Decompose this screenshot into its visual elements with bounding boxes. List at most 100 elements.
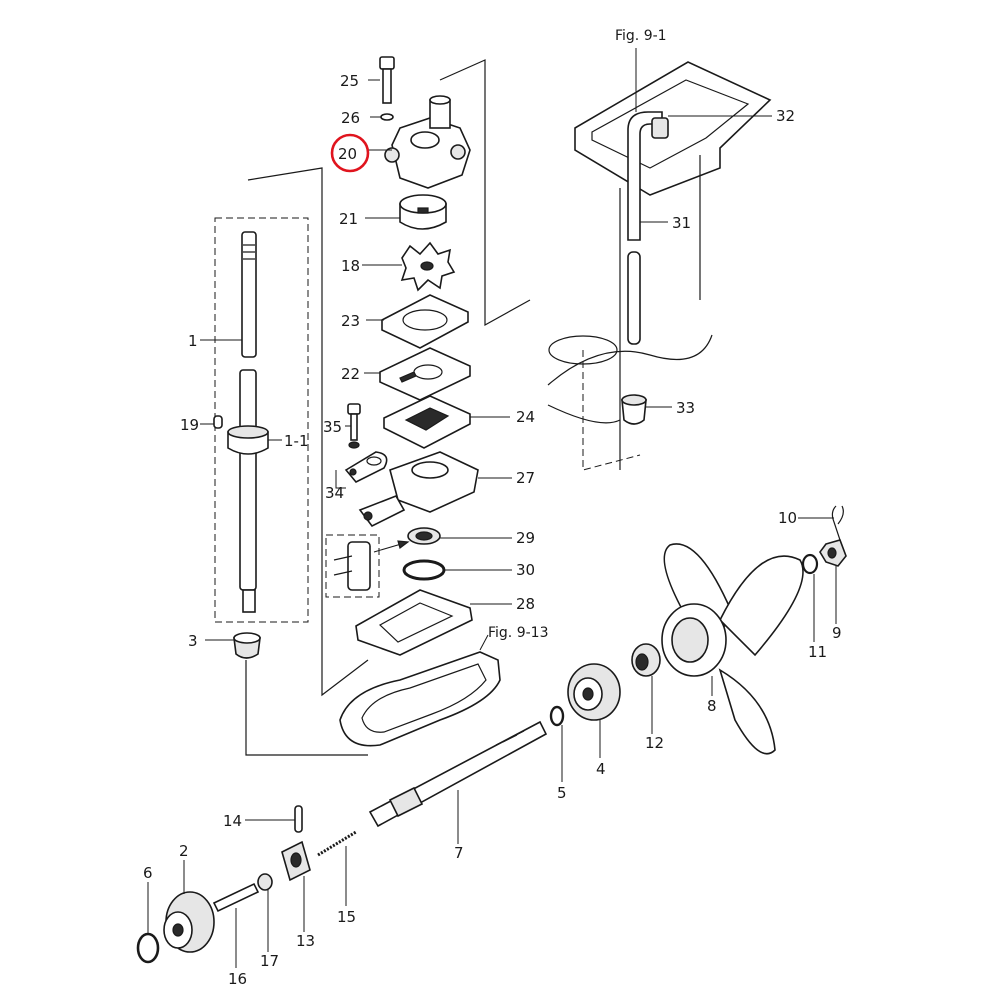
guide-line-pump-to-housing	[439, 59, 531, 327]
drive-shaft-upper	[241, 231, 257, 358]
part-32-clamp	[651, 117, 669, 139]
part-31-water-pipe	[627, 111, 663, 345]
part-7-propeller-shaft	[368, 720, 548, 828]
part-21-insert-cartridge	[399, 194, 447, 230]
drive-shaft-lower	[239, 369, 257, 591]
part-14-pin	[294, 805, 303, 833]
propeller-shaft-splines	[495, 730, 525, 746]
upper-casing-inner-rim	[591, 79, 750, 169]
part-24-gasket	[383, 395, 471, 449]
lower-casing-plate	[339, 651, 501, 747]
callout-16: 16	[228, 970, 247, 988]
callout-31: 31	[672, 214, 691, 232]
part-29-oil-seal	[407, 527, 441, 545]
callout-15: 15	[337, 908, 356, 926]
part-4-forward-gear	[567, 663, 621, 721]
part-6-shim	[136, 932, 160, 964]
callout-14: 14	[223, 812, 242, 830]
callout-9: 9	[832, 624, 842, 642]
callout-3: 3	[188, 632, 198, 650]
callout-1: 1	[188, 332, 198, 350]
part-13-clutch	[281, 840, 311, 882]
part-20-pump-housing	[384, 95, 471, 189]
upper-casing-plate	[574, 61, 772, 196]
callout-4: 4	[596, 760, 606, 778]
upper-casing	[547, 61, 772, 470]
callout-33: 33	[676, 399, 695, 417]
part-3-pinion-gear	[233, 632, 261, 659]
part-16-shaft	[212, 882, 260, 913]
callout-17: 17	[260, 952, 279, 970]
callout-19: 19	[180, 416, 199, 434]
part-15-spring	[317, 830, 357, 857]
callout-10: 10	[778, 509, 797, 527]
driveshaft-assembly-box	[214, 217, 309, 623]
callout-5: 5	[557, 784, 567, 802]
fig-ref-9-1: Fig. 9-1	[615, 28, 667, 44]
callout-8: 8	[707, 697, 717, 715]
assembly-guide-lines	[214, 59, 641, 756]
callout-28: 28	[516, 595, 535, 613]
part-22-plate	[379, 347, 471, 401]
callout-6: 6	[143, 864, 153, 882]
part-28-gasket	[355, 589, 473, 656]
callout-32: 32	[776, 107, 795, 125]
part-25-bolt	[379, 56, 395, 104]
part-18-impeller	[400, 241, 456, 292]
fig-ref-9-13: Fig. 9-13	[488, 625, 548, 641]
part-9-nut	[819, 539, 847, 567]
callout-25: 25	[340, 72, 359, 90]
callout-27: 27	[516, 469, 535, 487]
propeller-shaft-collar	[388, 786, 424, 818]
part-1-1-bearing	[227, 425, 269, 455]
highlight-circle-part-20	[330, 133, 370, 173]
water-pipe-upper	[627, 111, 663, 241]
propeller-blade-right	[719, 555, 804, 657]
water-tube	[333, 540, 410, 591]
drive-shaft-tip	[242, 589, 256, 613]
part-33-grommet	[621, 394, 647, 425]
leader-lines	[147, 48, 837, 968]
callout-21: 21	[339, 210, 358, 228]
callout-2: 2	[179, 842, 189, 860]
callout-22: 22	[341, 365, 360, 383]
part-35-bolt	[347, 403, 361, 449]
part-19-pin	[213, 415, 223, 429]
callout-23: 23	[341, 312, 360, 330]
guide-line-driveshaft-box	[247, 167, 369, 697]
part-30-o-ring	[402, 559, 446, 581]
callout-7: 7	[454, 844, 464, 862]
callout-34: 34	[325, 484, 344, 502]
guide-line-pinion	[245, 660, 368, 756]
part-8-propeller	[661, 543, 804, 755]
callout-20: 20	[338, 145, 357, 163]
callout-30: 30	[516, 561, 535, 579]
water-tube-box	[325, 534, 380, 598]
propeller-blade-lower	[718, 668, 776, 755]
callout-26: 26	[341, 109, 360, 127]
callout-18: 18	[341, 257, 360, 275]
callout-24: 24	[516, 408, 535, 426]
part-10-cotter-pin	[831, 505, 844, 541]
callout-12: 12	[645, 734, 664, 752]
upper-casing-body-edges	[619, 155, 701, 470]
part-27-pump-base	[358, 451, 479, 528]
exhaust-curve-lower	[547, 404, 621, 424]
part-5-washer	[549, 705, 565, 727]
drive-shaft-splines	[243, 244, 255, 260]
callout-labels: 25 26 20 21 18 23 22 24 35 34 27 29 30 2…	[143, 72, 842, 988]
part-2-reverse-gear	[163, 891, 215, 953]
water-pipe-lower	[627, 251, 641, 345]
propeller-hub-bore	[671, 617, 709, 663]
part-12-spacer	[631, 643, 661, 677]
guide-line-housing-lower	[582, 350, 641, 471]
callout-11: 11	[808, 643, 827, 661]
part-17-bushing	[257, 873, 273, 891]
part-1-drive-shaft	[239, 231, 257, 613]
callout-29: 29	[516, 529, 535, 547]
part-11-washer	[801, 553, 819, 575]
callout-13: 13	[296, 932, 315, 950]
part-23-gasket	[381, 294, 469, 349]
